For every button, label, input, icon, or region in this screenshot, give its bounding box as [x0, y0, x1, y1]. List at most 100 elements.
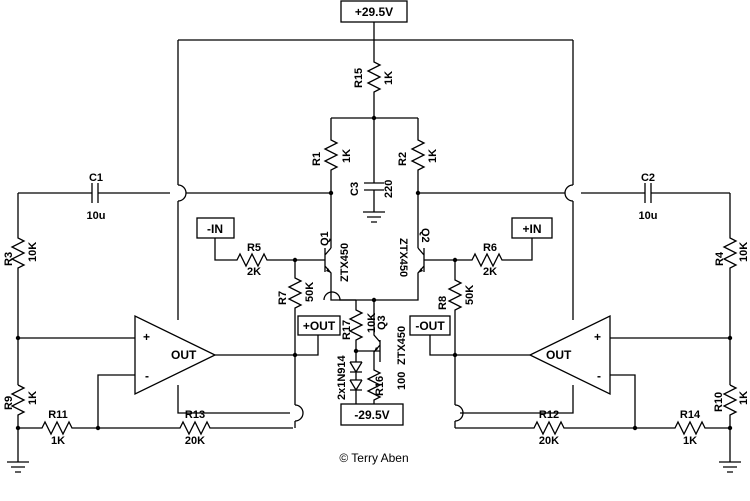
positive-supply-label: +29.5V [355, 5, 393, 19]
c1-value: 10u [87, 210, 106, 222]
c3-ref: C3 [349, 182, 361, 196]
resistor-r6: R6 2K [424, 238, 533, 278]
resistor-r10: R10 1K [713, 384, 750, 462]
resistor-r14: R14 1K [635, 409, 730, 447]
c2-ref: C2 [641, 172, 655, 184]
q1-ref: Q1 [319, 231, 331, 246]
r17-ref: R17 [341, 320, 353, 340]
opamp-power-wires [177, 201, 574, 414]
minus-out-port: -OUT [409, 315, 455, 356]
capacitor-c1: C1 10u [87, 172, 106, 222]
capacitor-c3: C3 220 [349, 118, 395, 212]
r7-value: 50K [304, 282, 316, 302]
left-minus-input-wire [97, 374, 135, 428]
c2-value: 10u [639, 210, 658, 222]
c1-ref: C1 [89, 172, 103, 184]
negative-supply: -29.5V [340, 403, 404, 426]
resistor-r4: R4 10K [714, 193, 750, 385]
copyright-text: © Terry Aben [339, 451, 408, 465]
resistor-r15: R15 1K [353, 40, 395, 118]
r13-value: 20K [185, 435, 205, 447]
q2-part: ZTX450 [397, 238, 409, 277]
diode-string: 2x1N914 [336, 345, 363, 404]
opamp-right: + - OUT [528, 314, 611, 396]
r5-ref: R5 [247, 242, 261, 254]
r15-ref: R15 [353, 68, 365, 88]
r10-ref: R10 [713, 392, 725, 412]
resistor-r5: R5 2K [214, 238, 325, 278]
negative-supply-label: -29.5V [354, 408, 389, 422]
r8-value: 50K [464, 285, 476, 305]
plus-in-label: +IN [522, 222, 541, 236]
opamp-left: + - OUT [134, 314, 217, 396]
ground-symbol-left [7, 461, 29, 473]
transistor-q3: Q3 ZTX450 [356, 300, 408, 365]
resistor-r8: R8 50K [437, 260, 476, 405]
q3-part: ZTX450 [396, 326, 408, 365]
r14-ref: R14 [680, 409, 701, 421]
minus-in-port: -IN [196, 217, 235, 239]
r14-value: 1K [683, 435, 697, 447]
q3-ref: Q3 [376, 315, 388, 330]
r7-ref: R7 [277, 291, 289, 305]
r17-bias-wire [323, 291, 356, 301]
resistor-r12: R12 20K [455, 409, 635, 447]
r3-value: 10K [27, 242, 39, 262]
r11-ref: R11 [48, 409, 68, 421]
right-minus-input-wire [610, 374, 636, 428]
r17-value: 10K [366, 313, 378, 333]
resistor-r11: R11 1K [18, 409, 98, 447]
opamp-left-minus: - [145, 369, 149, 383]
r4-value: 10K [738, 242, 750, 262]
resistor-r1: R1 1K [311, 118, 353, 248]
r9-value: 1K [27, 391, 39, 405]
positive-supply: +29.5V [340, 0, 408, 23]
r3-ref: R3 [3, 252, 15, 266]
resistor-r7: R7 50K [277, 262, 316, 405]
r2-value: 1K [427, 149, 439, 163]
plus-out-label: +OUT [303, 319, 336, 333]
r2-ref: R2 [397, 152, 409, 166]
r1-value: 1K [341, 149, 353, 163]
c3-value: 220 [383, 180, 395, 198]
r8-hop [454, 404, 464, 422]
r9-ref: R9 [3, 396, 15, 410]
plus-in-port: +IN [511, 217, 553, 239]
q2-ref: Q2 [419, 228, 431, 243]
capacitor-c2: C2 10u [639, 172, 658, 222]
r6-value: 2K [483, 266, 497, 278]
resistor-r17: R17 10K [341, 300, 378, 345]
r11-value: 1K [51, 435, 65, 447]
resistor-r13: R13 20K [98, 409, 293, 447]
r12-value: 20K [539, 435, 559, 447]
top-supply-wire [177, 22, 574, 185]
r7-hop [294, 404, 304, 422]
q1-part: ZTX450 [339, 243, 351, 282]
transistor-q2: Q2 ZTX450 [397, 228, 431, 288]
resistor-r3: R3 10K [3, 193, 39, 385]
r15-value: 1K [383, 71, 395, 85]
r5-value: 2K [247, 266, 261, 278]
opamp-right-minus: - [597, 369, 601, 383]
opamp-right-plus: + [594, 330, 601, 344]
r4-ref: R4 [714, 251, 726, 266]
r12-ref: R12 [539, 409, 559, 421]
transistor-q1: Q1 ZTX450 [319, 231, 351, 288]
ground-symbol-right [719, 461, 741, 473]
minus-out-label: -OUT [415, 319, 445, 333]
opamp-left-plus: + [143, 330, 150, 344]
r16-ref: R16 [374, 376, 386, 396]
r6-ref: R6 [483, 242, 497, 254]
opamp-left-label: OUT [171, 348, 197, 362]
wire-hop-left [177, 184, 187, 202]
minus-in-label: -IN [207, 222, 223, 236]
r10-value: 1K [738, 391, 750, 405]
r1-ref: R1 [311, 152, 323, 166]
diode-label: 2x1N914 [336, 354, 348, 400]
r16-value: 100 [396, 372, 408, 390]
plus-out-port: +OUT [295, 315, 341, 356]
resistor-r16: R16 100 [366, 362, 408, 404]
ground-symbol-c3 [363, 211, 385, 223]
opamp-right-label: OUT [546, 348, 572, 362]
